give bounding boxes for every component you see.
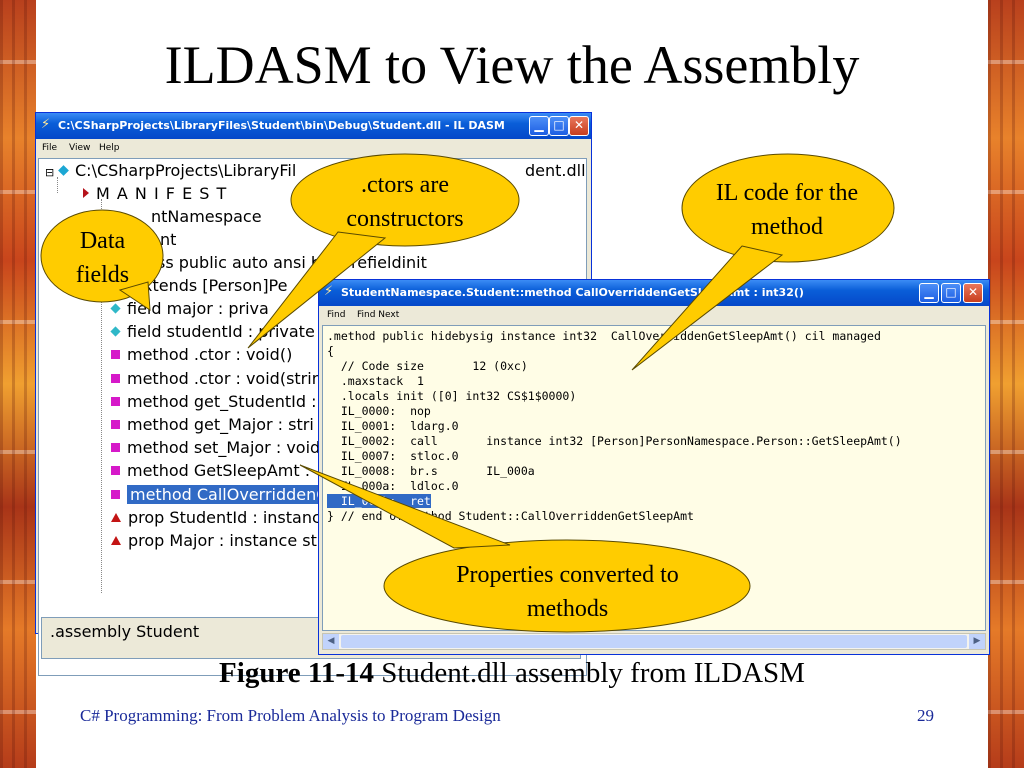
code-minimize-button[interactable]: ▁ — [919, 283, 939, 303]
il-code-callout-text: IL code for the method — [715, 180, 859, 240]
menu-find[interactable]: Find — [327, 310, 346, 320]
assembly-label: .assembly Student — [50, 622, 200, 641]
method-icon — [111, 396, 120, 406]
il-code-line: IL_000b: ret — [327, 494, 431, 509]
tree-collapse-toggle[interactable]: ⊟ — [45, 166, 55, 179]
tree-member-item[interactable]: method .ctor : void() — [111, 344, 292, 366]
menu-find-next[interactable]: Find Next — [357, 310, 400, 320]
il-code-line: IL_000a: ldloc.0 — [327, 479, 459, 493]
tree-member-item[interactable]: method get_StudentId : — [111, 391, 316, 413]
il-code-line: .locals init ([0] int32 CS$1$0000) — [327, 389, 577, 403]
selected-code-text: IL_000b: ret — [327, 494, 431, 508]
il-code-line: IL_0008: br.s IL_000a — [327, 464, 535, 478]
prop-icon — [111, 536, 121, 545]
il-code-line: IL_0007: stloc.0 — [327, 449, 459, 463]
il-code-line: .method public hidebysig instance int32 … — [327, 329, 881, 343]
tree-member-label: field studentId : private — [127, 322, 315, 342]
scroll-right-icon[interactable]: ▶ — [969, 634, 985, 649]
method-icon — [111, 489, 120, 499]
method-icon — [111, 373, 120, 383]
menu-help[interactable]: Help — [99, 143, 120, 153]
tree-member-item[interactable]: method GetSleepAmt : — [111, 460, 310, 482]
tree-member-label: prop Major : instance st — [128, 531, 317, 550]
menu-file[interactable]: File — [42, 143, 58, 153]
page-number: 29 — [917, 706, 934, 725]
ctors-callout-text: .ctors are constructors — [346, 172, 464, 232]
il-code-line: .maxstack 1 — [327, 374, 424, 388]
close-button[interactable]: ✕ — [569, 116, 589, 136]
properties-callout-text: Properties converted to methods — [456, 562, 679, 622]
left-decorative-border — [0, 0, 36, 768]
il-code-line: IL_0002: call instance int32 [Person]Per… — [327, 434, 902, 448]
tree-member-item[interactable]: method set_Major : void — [111, 437, 320, 459]
code-maximize-button[interactable]: □ — [941, 283, 961, 303]
tree-member-label: method GetSleepAmt : — [127, 461, 311, 481]
tree-class-declaration: ss public auto ansi be — [157, 253, 331, 272]
code-close-button[interactable]: ✕ — [963, 283, 983, 303]
tree-member-item[interactable]: method get_Major : stri — [111, 414, 314, 436]
scroll-thumb[interactable] — [341, 635, 967, 648]
tree-member-label: method get_StudentId : — [127, 391, 317, 411]
caption-description: Student.dll assembly from ILDASM — [373, 657, 805, 689]
il-code-line: { — [327, 344, 334, 358]
method-icon — [111, 443, 120, 453]
tree-member-item[interactable]: prop StudentId : instanc — [111, 507, 321, 529]
prop-icon — [111, 512, 121, 522]
tree-member-label: method set_Major : void — [127, 438, 321, 458]
tree-member-item[interactable]: method CallOverriddenC — [111, 484, 331, 506]
tree-member-item[interactable]: prop Major : instance st — [111, 530, 317, 552]
code-window-title: StudentNamespace.Student::method CallOve… — [341, 286, 804, 299]
figure-caption: Figure 11-14 Student.dll assembly from I… — [0, 657, 1024, 690]
caption-figure-number: Figure 11-14 — [219, 657, 374, 689]
code-titlebar[interactable]: ⚡ StudentNamespace.Student::method CallO… — [319, 280, 989, 306]
method-icon — [111, 350, 120, 360]
ildasm-menubar: File View Help — [36, 139, 591, 157]
tree-member-item[interactable]: method .ctor : void(strin — [111, 368, 322, 390]
tree-extends-node: xtends [Person]Pe — [143, 276, 288, 295]
il-code-line: } // end of method Student::CallOverridd… — [327, 509, 694, 523]
slide-title: ILDASM to View the Assembly — [164, 35, 860, 95]
code-window-icon: ⚡ — [324, 284, 334, 299]
tree-root-node[interactable]: C:\CSharpProjects\LibraryFil — [58, 160, 296, 182]
code-menubar: Find Find Next — [319, 306, 989, 324]
tree-root-tail: dent.dll — [525, 161, 586, 180]
tree-member-label: method .ctor : void(strin — [127, 368, 322, 388]
tree-member-label: field major : priva — [127, 299, 269, 318]
tree-member-label: prop StudentId : instanc — [128, 507, 321, 527]
field-icon — [110, 326, 121, 337]
ildasm-titlebar[interactable]: ⚡ C:\CSharpProjects\LibraryFiles\Student… — [36, 113, 591, 139]
tree-manifest-node[interactable]: M A N I F E S T — [83, 183, 227, 205]
horizontal-scrollbar[interactable]: ◀ ▶ — [322, 633, 986, 650]
footer-text: C# Programming: From Problem Analysis to… — [80, 706, 501, 725]
tree-member-item[interactable]: field major : priva — [110, 298, 269, 320]
minimize-button[interactable]: ▁ — [529, 116, 549, 136]
tree-member-label: method get_Major : stri — [127, 415, 314, 434]
right-decorative-border — [988, 0, 1024, 768]
tree-member-label: method CallOverriddenC — [127, 484, 331, 504]
method-icon — [111, 420, 120, 429]
field-icon — [110, 303, 121, 314]
tree-member-item[interactable]: field studentId : private — [110, 321, 315, 343]
tree-member-label: method .ctor : void() — [127, 345, 293, 365]
il-code-line: IL_0001: ldarg.0 — [327, 419, 459, 433]
il-code-line: IL_0000: nop — [327, 404, 431, 418]
menu-view[interactable]: View — [69, 143, 91, 153]
assembly-icon — [58, 165, 69, 176]
scroll-left-icon[interactable]: ◀ — [323, 634, 339, 649]
data-fields-callout-text: Data fields — [75, 228, 130, 288]
manifest-icon — [83, 188, 89, 198]
tree-namespace-node[interactable]: ntNamespace — [151, 207, 262, 226]
ildasm-app-icon: ⚡ — [41, 117, 51, 132]
method-icon — [111, 466, 120, 476]
maximize-button[interactable]: □ — [549, 116, 569, 136]
ildasm-window-title: C:\CSharpProjects\LibraryFiles\Student\b… — [58, 119, 505, 132]
tree-class-node[interactable]: nt — [160, 230, 177, 249]
tree-class-declaration-tail: refieldinit — [351, 253, 427, 272]
il-code-line: // Code size 12 (0xc) — [327, 359, 528, 373]
